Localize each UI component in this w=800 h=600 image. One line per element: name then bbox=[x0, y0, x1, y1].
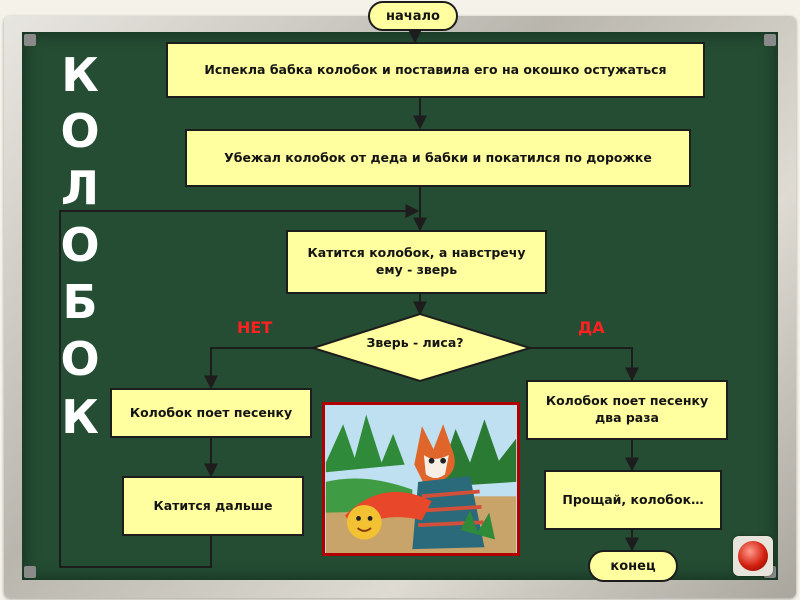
step-bake-kolobok: Испекла бабка колобок и поставила его на… bbox=[166, 42, 705, 98]
frame-corner bbox=[764, 34, 776, 46]
step-sings-song: Колобок поет песенку bbox=[110, 388, 312, 438]
title-letter: О bbox=[60, 108, 100, 154]
step-meets-animal: Катится колобок, а навстречу ему - зверь bbox=[286, 230, 547, 294]
title-letter: К bbox=[60, 394, 100, 440]
branch-yes-label: ДА bbox=[578, 318, 605, 337]
end-terminal: конец bbox=[588, 550, 678, 582]
title-letter: К bbox=[60, 52, 100, 98]
step-rolls-on: Катится дальше bbox=[122, 476, 304, 536]
frame-corner bbox=[24, 34, 36, 46]
step-kolobok-runs-away: Убежал колобок от деда и бабки и покатил… bbox=[185, 129, 691, 187]
red-stop-button[interactable] bbox=[733, 536, 773, 576]
step-goodbye-kolobok: Прощай, колобок… bbox=[544, 470, 722, 530]
start-terminal: начало bbox=[368, 1, 458, 31]
branch-no-label: НЕТ bbox=[237, 318, 272, 337]
decision-label: Зверь - лиса? bbox=[360, 335, 470, 352]
title-letter: Б bbox=[60, 279, 100, 325]
title-letter: Л bbox=[60, 165, 100, 211]
fox-and-kolobok-illustration bbox=[322, 402, 520, 556]
title-letter: О bbox=[60, 336, 100, 382]
title-letter: О bbox=[60, 222, 100, 268]
frame-corner bbox=[24, 566, 36, 578]
step-sings-twice: Колобок поет песенку два раза bbox=[526, 380, 728, 440]
red-button-icon bbox=[738, 541, 768, 571]
